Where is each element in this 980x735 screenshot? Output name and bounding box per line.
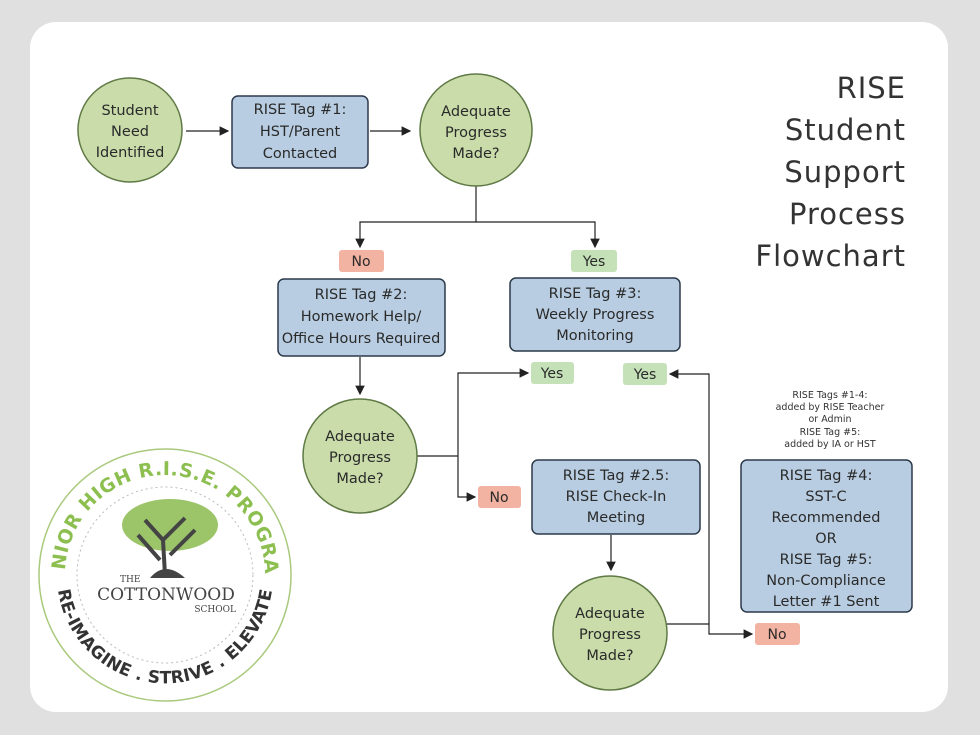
node-start: Student Need Identified [77, 77, 183, 183]
label-yes-2: Yes [531, 362, 574, 384]
label-no-3: No [755, 623, 800, 645]
svg-text:Yes: Yes [633, 367, 657, 383]
svg-text:Support: Support [784, 155, 906, 189]
svg-text:Non-Compliance: Non-Compliance [766, 573, 886, 589]
node-decision3: Adequate Progress Made? [552, 575, 668, 691]
svg-text:RISE: RISE [837, 71, 906, 105]
svg-text:SST-C: SST-C [805, 489, 846, 505]
svg-text:Contacted: Contacted [263, 146, 338, 162]
svg-text:Recommended: Recommended [772, 510, 881, 526]
tree-icon [122, 499, 218, 578]
connectors [186, 126, 754, 639]
svg-text:Office Hours Required: Office Hours Required [282, 331, 441, 347]
node-tag1: RISE Tag #1: HST/Parent Contacted [231, 95, 369, 169]
svg-text:Weekly Progress: Weekly Progress [536, 307, 655, 323]
node-decision2: Adequate Progress Made? [302, 398, 418, 514]
node-decision1: Adequate Progress Made? [419, 73, 533, 187]
page-title: RISE Student Support Process Flowchart [755, 71, 906, 273]
svg-text:Need: Need [111, 124, 149, 140]
svg-text:RISE Tag #5:: RISE Tag #5: [780, 552, 873, 568]
svg-text:Adequate: Adequate [575, 606, 645, 622]
svg-text:No: No [489, 490, 508, 506]
svg-text:RISE Tag #5:: RISE Tag #5: [800, 427, 861, 438]
svg-text:RISE Tag #2:: RISE Tag #2: [315, 287, 408, 303]
svg-text:No: No [767, 627, 786, 643]
svg-text:Monitoring: Monitoring [556, 328, 634, 344]
label-no-2: No [478, 486, 521, 508]
svg-text:added by IA or HST: added by IA or HST [784, 439, 876, 450]
svg-text:Progress: Progress [445, 125, 507, 141]
node-tag25: RISE Tag #2.5: RISE Check-In Meeting [531, 459, 701, 535]
svg-text:Yes: Yes [582, 254, 606, 270]
svg-text:added by RISE Teacher: added by RISE Teacher [776, 402, 885, 413]
svg-text:RISE Check-In: RISE Check-In [566, 489, 667, 505]
svg-text:Progress: Progress [329, 450, 391, 466]
svg-text:RISE Tag #3:: RISE Tag #3: [549, 286, 642, 302]
svg-text:Adequate: Adequate [325, 429, 395, 445]
svg-text:RISE Tag #2.5:: RISE Tag #2.5: [563, 468, 670, 484]
tag-note: RISE Tags #1-4: added by RISE Teacher or… [776, 390, 885, 450]
svg-text:Made?: Made? [336, 471, 383, 487]
label-yes-3: Yes [623, 363, 667, 385]
node-tag4-5: RISE Tag #4: SST-C Recommended OR RISE T… [740, 459, 913, 613]
svg-text:Adequate: Adequate [441, 104, 511, 120]
svg-text:Student: Student [785, 113, 906, 147]
svg-text:Identified: Identified [96, 145, 165, 161]
svg-text:Student: Student [101, 103, 158, 119]
svg-text:Progress: Progress [579, 627, 641, 643]
node-tag2: RISE Tag #2: Homework Help/ Office Hours… [277, 278, 446, 357]
svg-text:No: No [351, 254, 370, 270]
svg-text:RISE Tag #1:: RISE Tag #1: [254, 102, 347, 118]
svg-text:Process: Process [789, 197, 906, 231]
svg-text:HST/Parent: HST/Parent [260, 124, 341, 140]
svg-text:THE: THE [120, 575, 140, 585]
svg-text:Yes: Yes [540, 366, 564, 382]
svg-text:RISE Tag #4:: RISE Tag #4: [780, 468, 873, 484]
svg-text:RISE Tags #1-4:: RISE Tags #1-4: [792, 390, 867, 401]
node-tag3: RISE Tag #3: Weekly Progress Monitoring [509, 277, 681, 352]
svg-text:SCHOOL: SCHOOL [194, 605, 236, 615]
svg-text:COTTONWOOD: COTTONWOOD [97, 585, 235, 605]
label-yes-1: Yes [571, 250, 617, 272]
svg-text:Flowchart: Flowchart [755, 239, 906, 273]
svg-text:Made?: Made? [586, 648, 633, 664]
svg-text:Meeting: Meeting [587, 510, 645, 526]
svg-text:Letter #1 Sent: Letter #1 Sent [773, 594, 880, 610]
svg-text:Made?: Made? [452, 146, 499, 162]
label-no-1: No [339, 250, 384, 272]
svg-text:OR: OR [815, 531, 837, 547]
svg-text:or Admin: or Admin [808, 414, 851, 425]
svg-text:Homework Help/: Homework Help/ [301, 309, 422, 325]
